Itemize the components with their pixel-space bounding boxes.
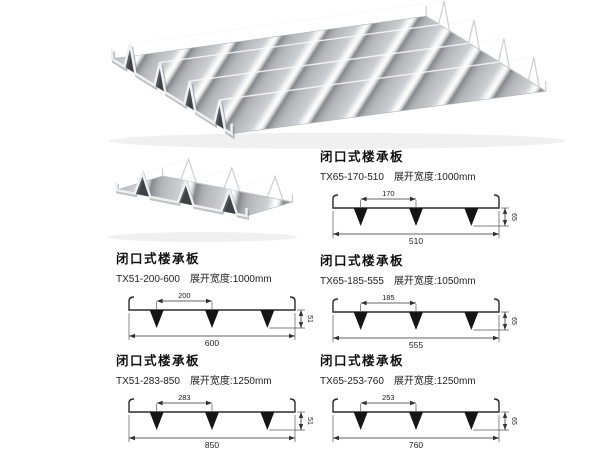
height-dimension: 65 xyxy=(473,411,517,431)
spec-model: TX51-200-600 展开宽度:1000mm xyxy=(116,270,321,285)
profile-diagram-tx65-170-510: 170 65 510 xyxy=(332,189,517,246)
spec-title: 闭口式楼承板 xyxy=(320,150,405,164)
profile-diagram-tx51-283-850: 283 51 850 xyxy=(128,393,313,450)
unfold-width: 展开宽度:1050mm xyxy=(393,276,476,287)
svg-text:51: 51 xyxy=(306,417,313,425)
pitch-dimension: 170 xyxy=(360,189,417,207)
spec-title: 闭口式楼承板 xyxy=(320,254,405,268)
svg-text:510: 510 xyxy=(409,236,423,246)
unfold-width: 展开宽度:1000mm xyxy=(393,172,476,183)
spec-block-tx65-185-555: 闭口式楼承板 TX65-185-555 展开宽度:1050mm 185 65 555 xyxy=(320,250,525,353)
svg-text:65: 65 xyxy=(510,417,517,425)
height-dimension: 65 xyxy=(473,311,517,331)
spec-block-tx65-253-760: 闭口式楼承板 TX65-253-760 展开宽度:1250mm 253 65 760 xyxy=(320,350,525,450)
total-width-dimension: 760 xyxy=(332,415,500,450)
svg-text:283: 283 xyxy=(178,393,191,402)
pitch-dimension: 200 xyxy=(156,291,213,309)
deck-panel-photo-small xyxy=(107,158,298,242)
spec-title: 闭口式楼承板 xyxy=(116,354,201,368)
model-code: TX51-283-850 xyxy=(116,376,180,387)
unfold-width: 展开宽度:1250mm xyxy=(393,376,476,387)
svg-text:200: 200 xyxy=(178,291,191,300)
svg-text:170: 170 xyxy=(382,189,395,198)
svg-text:65: 65 xyxy=(510,213,517,221)
total-width-dimension: 510 xyxy=(332,211,500,246)
spec-block-tx51-283-850: 闭口式楼承板 TX51-283-850 展开宽度:1250mm 283 51 850 xyxy=(116,350,321,450)
total-width-dimension: 850 xyxy=(128,415,296,450)
rib-glyphs xyxy=(353,312,479,330)
height-dimension: 51 xyxy=(269,309,313,329)
svg-text:51: 51 xyxy=(306,315,313,323)
rib-glyphs xyxy=(353,412,479,430)
total-width-dimension: 600 xyxy=(128,313,296,348)
spec-title: 闭口式楼承板 xyxy=(320,354,405,368)
height-dimension: 51 xyxy=(269,411,313,431)
svg-text:600: 600 xyxy=(205,338,219,348)
spec-block-tx51-200-600: 闭口式楼承板 TX51-200-600 展开宽度:1000mm 200 51 600 xyxy=(116,248,321,351)
svg-text:185: 185 xyxy=(382,293,395,302)
profile-diagram-tx51-200-600: 200 51 600 xyxy=(128,291,313,348)
pitch-dimension: 253 xyxy=(360,393,417,411)
svg-text:555: 555 xyxy=(409,340,423,350)
spec-title: 闭口式楼承板 xyxy=(116,252,201,266)
total-width-dimension: 555 xyxy=(332,315,500,350)
svg-text:850: 850 xyxy=(205,440,219,450)
svg-text:760: 760 xyxy=(409,440,423,450)
rib-glyphs xyxy=(353,208,479,226)
unfold-width: 展开宽度:1250mm xyxy=(189,376,272,387)
spec-model: TX65-170-510 展开宽度:1000mm xyxy=(320,168,525,183)
svg-text:65: 65 xyxy=(510,317,517,325)
model-code: TX51-200-600 xyxy=(116,274,180,285)
svg-text:253: 253 xyxy=(382,393,395,402)
profile-diagram-tx65-253-760: 253 65 760 xyxy=(332,393,517,450)
model-code: TX65-170-510 xyxy=(320,172,384,183)
height-dimension: 65 xyxy=(473,207,517,227)
pitch-dimension: 185 xyxy=(360,293,417,311)
spec-model: TX65-253-760 展开宽度:1250mm xyxy=(320,372,525,387)
profile-diagram-tx65-185-555: 185 65 555 xyxy=(332,293,517,350)
unfold-width: 展开宽度:1000mm xyxy=(189,274,272,285)
rib-glyphs xyxy=(149,310,275,328)
deck-panel-photo-large xyxy=(109,0,565,149)
rib-glyphs xyxy=(149,412,275,430)
pitch-dimension: 283 xyxy=(156,393,213,411)
model-code: TX65-185-555 xyxy=(320,276,384,287)
model-code: TX65-253-760 xyxy=(320,376,384,387)
spec-block-tx65-170-510: 闭口式楼承板 TX65-170-510 展开宽度:1000mm 170 65 510 xyxy=(320,146,525,249)
spec-model: TX65-185-555 展开宽度:1050mm xyxy=(320,272,525,287)
spec-model: TX51-283-850 展开宽度:1250mm xyxy=(116,372,321,387)
